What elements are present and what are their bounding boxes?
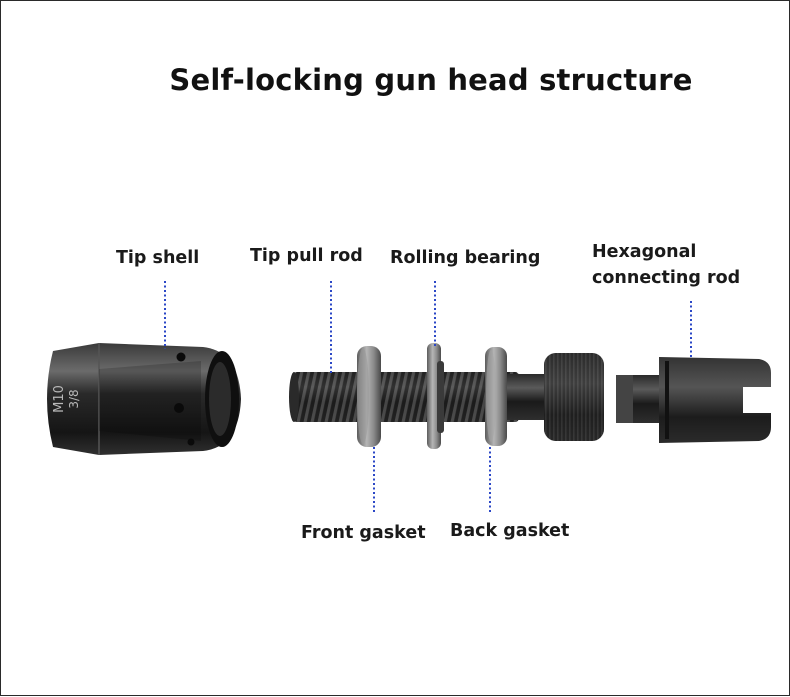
label-back-gasket: Back gasket [450,521,570,541]
rolling-bearing-part [427,343,444,449]
hexagonal-connecting-rod-part [616,357,773,443]
label-rolling-bearing: Rolling bearing [390,248,541,268]
label-tip-shell: Tip shell [116,248,200,268]
label-connecting-rod: connecting rod [592,268,741,288]
figure-title: Self-locking gun head structure [169,63,693,97]
label-hexagonal: Hexagonal [592,242,697,262]
label-tip-pull-rod: Tip pull rod [250,246,363,266]
leader-lines [164,281,692,513]
knurled-nut-part [544,353,604,441]
engraving-size: M10 [52,385,67,413]
tip-shell-part: M10 3/8 [47,343,241,455]
back-gasket-part [485,347,507,446]
front-gasket-part [357,346,381,447]
label-front-gasket: Front gasket [301,523,426,543]
tip-pull-rod-part [289,372,554,422]
engraving-thread: 3/8 [67,389,81,408]
